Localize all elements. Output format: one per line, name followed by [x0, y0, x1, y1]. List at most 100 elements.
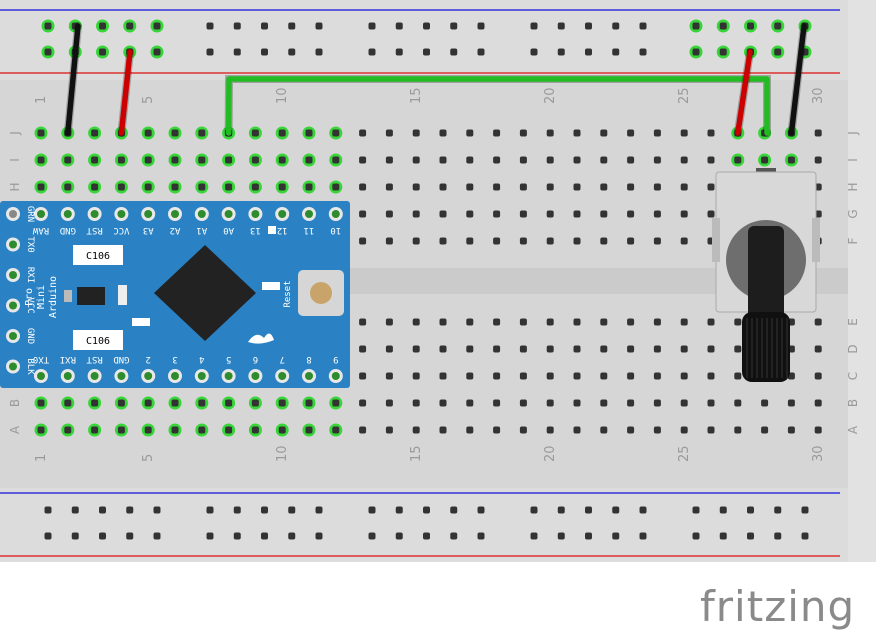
terminal-hole — [546, 237, 554, 245]
rail-hole — [395, 532, 403, 540]
terminal-hole — [573, 399, 581, 407]
row-letter: J — [846, 131, 860, 136]
row-letter: E — [846, 318, 860, 326]
vcc-wire-pot — [735, 49, 753, 136]
terminal-hole — [359, 156, 367, 164]
terminal-hole — [37, 129, 45, 137]
terminal-hole — [814, 129, 822, 137]
terminal-hole — [627, 372, 635, 380]
terminal-hole — [519, 210, 527, 218]
rail-hole — [530, 22, 538, 30]
terminal-hole — [359, 183, 367, 191]
terminal-hole — [600, 237, 608, 245]
rail-hole — [423, 22, 430, 30]
terminal-hole — [359, 237, 367, 245]
terminal-hole — [278, 156, 286, 164]
terminal-hole — [91, 426, 99, 434]
rail-hole — [99, 22, 106, 30]
rail-hole — [315, 22, 323, 30]
terminal-hole — [707, 210, 715, 218]
terminal-hole — [573, 345, 581, 353]
capacitor-2-label: C106 — [86, 336, 110, 347]
terminal-hole — [225, 426, 233, 434]
arduino-pin-hole — [305, 210, 313, 218]
rail-hole — [206, 48, 214, 56]
terminal-hole — [359, 426, 367, 434]
terminal-hole — [787, 426, 795, 434]
terminal-hole — [519, 372, 527, 380]
rail-hole — [288, 506, 296, 514]
terminal-hole — [385, 183, 393, 191]
rail-hole — [44, 532, 52, 540]
terminal-hole — [680, 237, 688, 245]
capacitor-2 — [73, 330, 123, 350]
rail-hole — [233, 506, 241, 514]
rail-hole — [477, 48, 485, 56]
column-number-top: 15 — [409, 87, 424, 104]
arduino-pin-hole — [224, 372, 233, 380]
terminal-hole — [653, 237, 661, 245]
rail-hole — [692, 48, 700, 56]
pot-shaft — [748, 226, 784, 336]
column-number-top: 10 — [275, 87, 290, 104]
terminal-hole — [814, 399, 822, 407]
terminal-hole — [305, 183, 313, 191]
rail-hole — [71, 506, 79, 514]
rail-hole — [557, 48, 565, 56]
row-letter: J — [8, 131, 22, 136]
rail-hole — [719, 22, 727, 30]
terminal-hole — [144, 183, 152, 191]
terminal-hole — [653, 183, 661, 191]
rail-hole — [395, 506, 403, 514]
column-number-top: 5 — [141, 96, 156, 104]
arduino-bottom-pin-label: RXI — [60, 354, 76, 364]
terminal-hole — [412, 318, 420, 326]
terminal-hole — [439, 345, 447, 353]
vcc-wire-left — [118, 49, 133, 136]
terminal-hole — [198, 156, 206, 164]
arduino-top-pin-label: A1 — [196, 225, 207, 235]
terminal-hole — [144, 399, 152, 407]
rail-hole — [450, 48, 458, 56]
terminal-hole — [359, 129, 367, 137]
gnd-wire-pot — [788, 23, 807, 136]
terminal-hole — [144, 129, 152, 137]
terminal-hole — [37, 156, 45, 164]
terminal-hole — [412, 426, 420, 434]
rail-hole — [585, 506, 592, 514]
terminal-hole — [251, 426, 259, 434]
arduino-name-label: Pro — [24, 288, 35, 306]
arduino-top-pin-label: VCC — [113, 225, 129, 235]
terminal-hole — [37, 399, 45, 407]
terminal-hole — [627, 210, 635, 218]
arduino-pin-hole — [9, 301, 17, 310]
rail-hole — [315, 48, 323, 56]
column-number-top: 25 — [677, 87, 692, 104]
rail-hole — [368, 532, 376, 540]
terminal-hole — [627, 183, 635, 191]
rail-hole — [261, 22, 268, 30]
rail-hole — [639, 48, 647, 56]
terminal-hole — [761, 399, 769, 407]
terminal-hole — [385, 345, 393, 353]
rail-hole — [747, 532, 754, 540]
terminal-hole — [519, 345, 527, 353]
terminal-hole — [251, 183, 259, 191]
terminal-hole — [225, 156, 233, 164]
terminal-hole — [680, 156, 688, 164]
terminal-hole — [412, 210, 420, 218]
terminal-hole — [359, 318, 367, 326]
arduino-side-pin-label: BLK — [25, 358, 35, 375]
terminal-hole — [385, 318, 393, 326]
rail-hole — [719, 506, 727, 514]
terminal-hole — [627, 237, 635, 245]
arduino-pin-hole — [9, 271, 17, 279]
terminal-hole — [653, 210, 661, 218]
terminal-hole — [707, 183, 715, 191]
column-number-bottom: 15 — [409, 445, 424, 462]
rail-hole — [585, 532, 592, 540]
terminal-hole — [332, 129, 340, 137]
terminal-hole — [385, 426, 393, 434]
arduino-top-pin-label: 10 — [330, 225, 341, 235]
terminal-hole — [600, 318, 608, 326]
